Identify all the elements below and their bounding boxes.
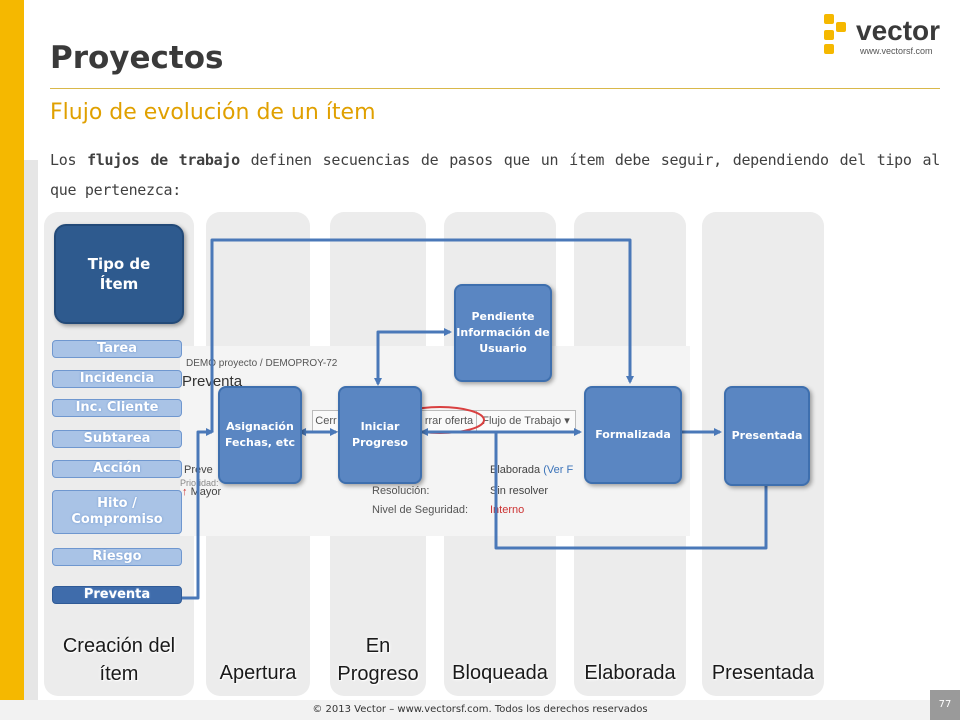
state-asignacion: Asignación Fechas, etc <box>218 386 302 484</box>
label-bloqueada: Bloqueada <box>452 662 548 684</box>
state-formalizada: Formalizada <box>584 386 682 484</box>
chip-hito-compromiso: Hito / Compromiso <box>52 490 182 534</box>
screenshot-breadcrumb: DEMO proyecto / DEMOPROY-72 <box>186 358 338 369</box>
arrow-iniciar-pendiente <box>374 328 452 386</box>
arrow-asignacion-to-formalizada <box>210 238 634 432</box>
screenshot-nivel: Interno <box>490 504 525 516</box>
state-pendiente: Pendiente Información de Usuario <box>454 284 552 382</box>
intro-paragraph: Los flujos de trabajo definen secuencias… <box>50 151 940 199</box>
accent-bar-shade <box>24 160 38 720</box>
screenshot-btn-cerrar: Cerr <box>312 410 340 432</box>
page-title: Proyectos <box>50 40 224 76</box>
chip-incidencia: Incidencia <box>52 370 182 388</box>
chip-accion: Acción <box>52 460 182 478</box>
bold-term: flujos de trabajo <box>87 151 240 169</box>
label-apertura: Apertura <box>219 662 297 684</box>
chip-tarea: Tarea <box>52 340 182 358</box>
tipo-item-box: Tipo de Ítem <box>54 224 184 324</box>
chip-inc-cliente: Inc. Cliente <box>52 399 182 417</box>
page-number: 77 <box>930 690 960 720</box>
label-en-progreso: En Progreso <box>337 635 419 685</box>
screenshot-estado: Elaborada (Ver F <box>490 464 574 476</box>
logo-text: vector <box>856 15 940 46</box>
label-creacion: Creación del ítem <box>62 635 176 685</box>
label-presentada: Presentada <box>711 662 815 684</box>
screenshot-resolucion-label: Resolución: <box>372 485 430 497</box>
chip-riesgo: Riesgo <box>52 548 182 566</box>
page-subtitle: Flujo de evolución de un ítem <box>50 100 376 125</box>
screenshot-resolucion: Sin resolver <box>490 485 549 497</box>
state-iniciar-progreso: Iniciar Progreso <box>338 386 422 484</box>
label-elaborada: Elaborada <box>584 662 676 684</box>
state-presentada: Presentada <box>724 386 810 486</box>
chip-preventa: Preventa <box>52 586 182 604</box>
footer-copyright: © 2013 Vector – www.vectorsf.com. Todos … <box>312 704 648 715</box>
accent-bar <box>0 0 24 720</box>
screenshot-btn-flujo: Flujo de Trabajo ▾ <box>476 410 576 432</box>
logo-url: www.vectorsf.com <box>859 46 933 56</box>
title-divider <box>50 88 940 89</box>
chip-subtarea: Subtarea <box>52 430 182 448</box>
vector-logo: vector www.vectorsf.com <box>824 14 940 56</box>
screenshot-nivel-label: Nivel de Seguridad: <box>372 504 469 516</box>
footer-bar <box>0 700 960 720</box>
screenshot-btn-cerrar-oferta: rrar oferta <box>420 410 478 432</box>
line-presentada-return <box>494 432 768 550</box>
arrow-preventa-to-asignacion <box>180 428 214 600</box>
